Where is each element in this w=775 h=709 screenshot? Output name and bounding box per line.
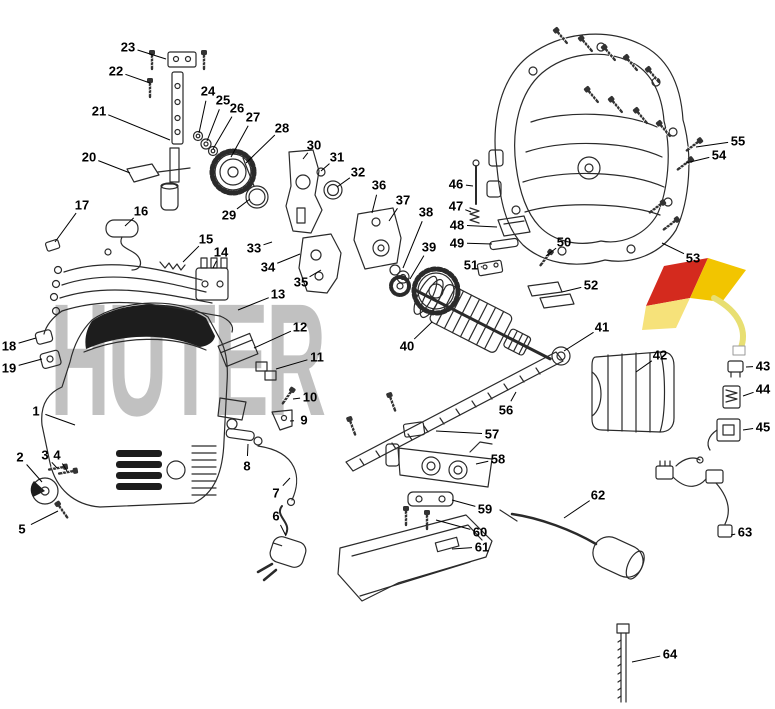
blade-holder-assembly-drawing xyxy=(126,48,209,211)
jigsaw-body-drawing xyxy=(30,302,247,521)
brush-parts-drawing xyxy=(707,360,744,451)
small-link-parts-drawing xyxy=(217,332,298,431)
brand-logo xyxy=(642,258,746,356)
support-plates-drawing xyxy=(285,149,343,294)
saw-blade-drawing xyxy=(616,623,630,703)
base-plate-assembly-drawing xyxy=(337,351,564,602)
stator-drawing xyxy=(591,351,675,433)
roller-lever-drawing xyxy=(499,509,645,580)
gear-train-drawing xyxy=(192,130,269,209)
roller-pin-and-cord-drawing xyxy=(225,428,307,582)
wiring-harness-drawing xyxy=(34,219,234,369)
brand-watermark: HUTER xyxy=(50,270,326,449)
bearing-drawing xyxy=(551,346,571,366)
armature-drawing xyxy=(411,266,552,361)
counterbalance-assembly-drawing xyxy=(353,207,411,297)
right-wiring-drawing xyxy=(655,456,733,538)
